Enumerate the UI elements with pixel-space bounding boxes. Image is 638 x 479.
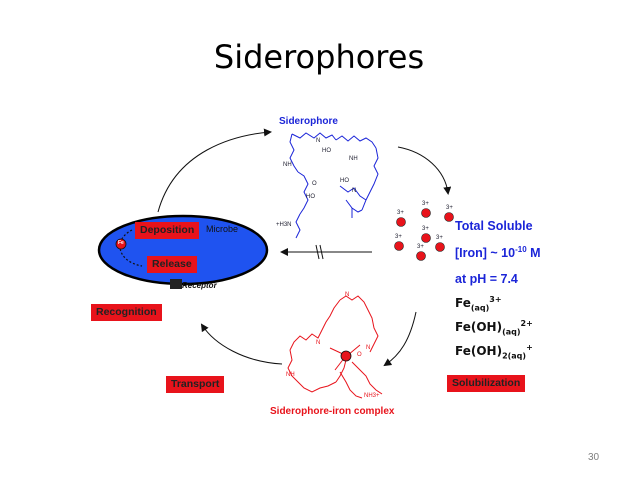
arrow-recognition-to-siderophore: [157, 128, 272, 213]
iron-charge-label: 3+: [417, 244, 424, 250]
iron-charge-label: 3+: [422, 226, 429, 232]
atom-label: NH: [286, 372, 295, 378]
receptor-label: Receptor: [182, 281, 217, 290]
species-feoh2-aq: Fe(OH)2(aq)+: [455, 343, 533, 361]
microbe-label: Microbe: [206, 224, 239, 234]
siderophore-label: Siderophore: [279, 116, 338, 127]
iron-charge-label: 3+: [446, 205, 453, 211]
arrow-solubilization-to-complex: [383, 311, 417, 367]
atom-label: NH: [349, 156, 358, 162]
arrow-siderophore-to-iron: [397, 146, 452, 195]
recognition-label: Recognition: [91, 304, 162, 321]
siderophore-structure: [289, 132, 379, 239]
iron-charge-label: 3+: [436, 235, 443, 241]
cell-iron-label: Fe: [118, 240, 124, 246]
amine-label: NH3+: [364, 393, 380, 399]
species-fe-aq: Fe(aq)3+: [455, 295, 502, 313]
atom-label: HO: [322, 148, 331, 154]
deposition-label: Deposition: [135, 222, 200, 239]
complex-label: Siderophore-iron complex: [270, 406, 395, 417]
iron-info-line2: [Iron] ~ 10-10 M: [455, 245, 541, 261]
amine-label: +H3N: [276, 222, 292, 228]
arrow-complex-to-recognition: [200, 323, 283, 365]
atom-label: NH: [283, 162, 292, 168]
iron-charge-label: 3+: [422, 201, 429, 207]
iron-info-line1: Total Soluble: [455, 219, 533, 233]
receptor-block: [170, 279, 182, 289]
atom-label: HO: [306, 194, 315, 200]
atom-label: N: [352, 188, 357, 194]
iron-charge-label: 3+: [395, 234, 402, 240]
page-number: 30: [588, 452, 600, 463]
solubilization-label: Solubilization: [447, 375, 526, 392]
atom-label: N: [316, 138, 321, 144]
release-label: Release: [147, 256, 197, 273]
atom-label: N: [366, 345, 371, 351]
complex-structure: [287, 295, 383, 399]
atom-label: N: [345, 292, 350, 298]
species-feoh-aq: Fe(OH)(aq)2+: [455, 319, 533, 337]
iron-info-line3: at pH = 7.4: [455, 272, 518, 286]
atom-label: N: [316, 340, 321, 346]
complex-iron-center: [340, 350, 352, 362]
atom-label: O: [312, 181, 317, 187]
slide-title: Siderophores: [213, 38, 425, 76]
atom-label: O: [357, 352, 362, 358]
transport-label: Transport: [166, 376, 225, 393]
iron-particles: [394, 208, 454, 261]
iron-charge-label: 3+: [397, 210, 404, 216]
atom-label: HO: [340, 178, 349, 184]
